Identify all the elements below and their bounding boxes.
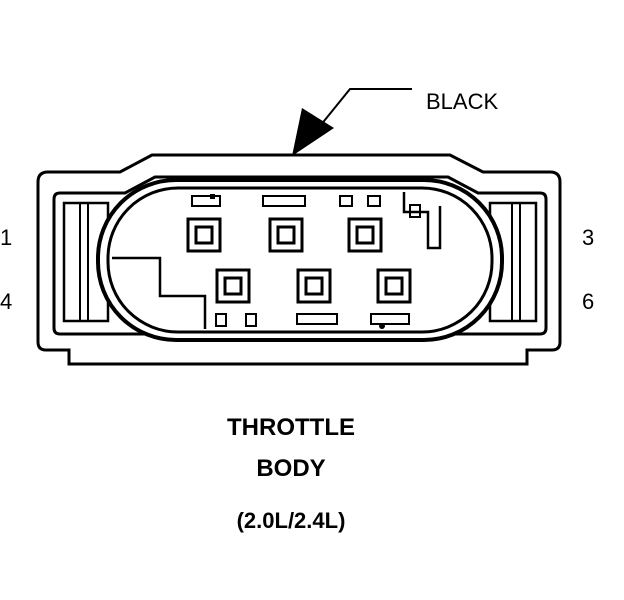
pin-label-1: 1 — [0, 225, 12, 250]
bottom-detail-row — [215, 313, 410, 329]
pin-cavity-3 — [347, 217, 383, 253]
connector-housing-inner — [52, 175, 548, 336]
pin-cavity-5 — [296, 268, 332, 304]
callout-leader-line — [302, 88, 412, 148]
caption-component-2: BODY — [256, 455, 326, 482]
pin-cavity-6 — [376, 268, 412, 304]
pin-cavity-4 — [215, 268, 251, 304]
caption-component: THROTTLE — [227, 414, 355, 441]
left-latch — [62, 201, 110, 323]
callout-color-label: BLACK — [426, 89, 498, 114]
pin-cavity-2 — [268, 217, 304, 253]
connector-housing-outer — [36, 153, 562, 366]
callout-pointer — [292, 88, 412, 156]
keying-step — [112, 256, 207, 329]
pin-label-6: 6 — [582, 289, 594, 314]
right-latch — [488, 201, 538, 323]
connector-seal-outer — [96, 178, 504, 342]
connector-seal-inner — [106, 186, 494, 334]
pin-label-4: 4 — [0, 289, 12, 314]
pin-cavity-1 — [186, 217, 222, 253]
caption-engine: (2.0L/2.4L) — [236, 508, 346, 533]
top-detail-row — [191, 194, 381, 207]
callout-arrowhead — [292, 108, 334, 156]
pin-label-3: 3 — [582, 225, 594, 250]
keying-latch — [402, 192, 442, 250]
